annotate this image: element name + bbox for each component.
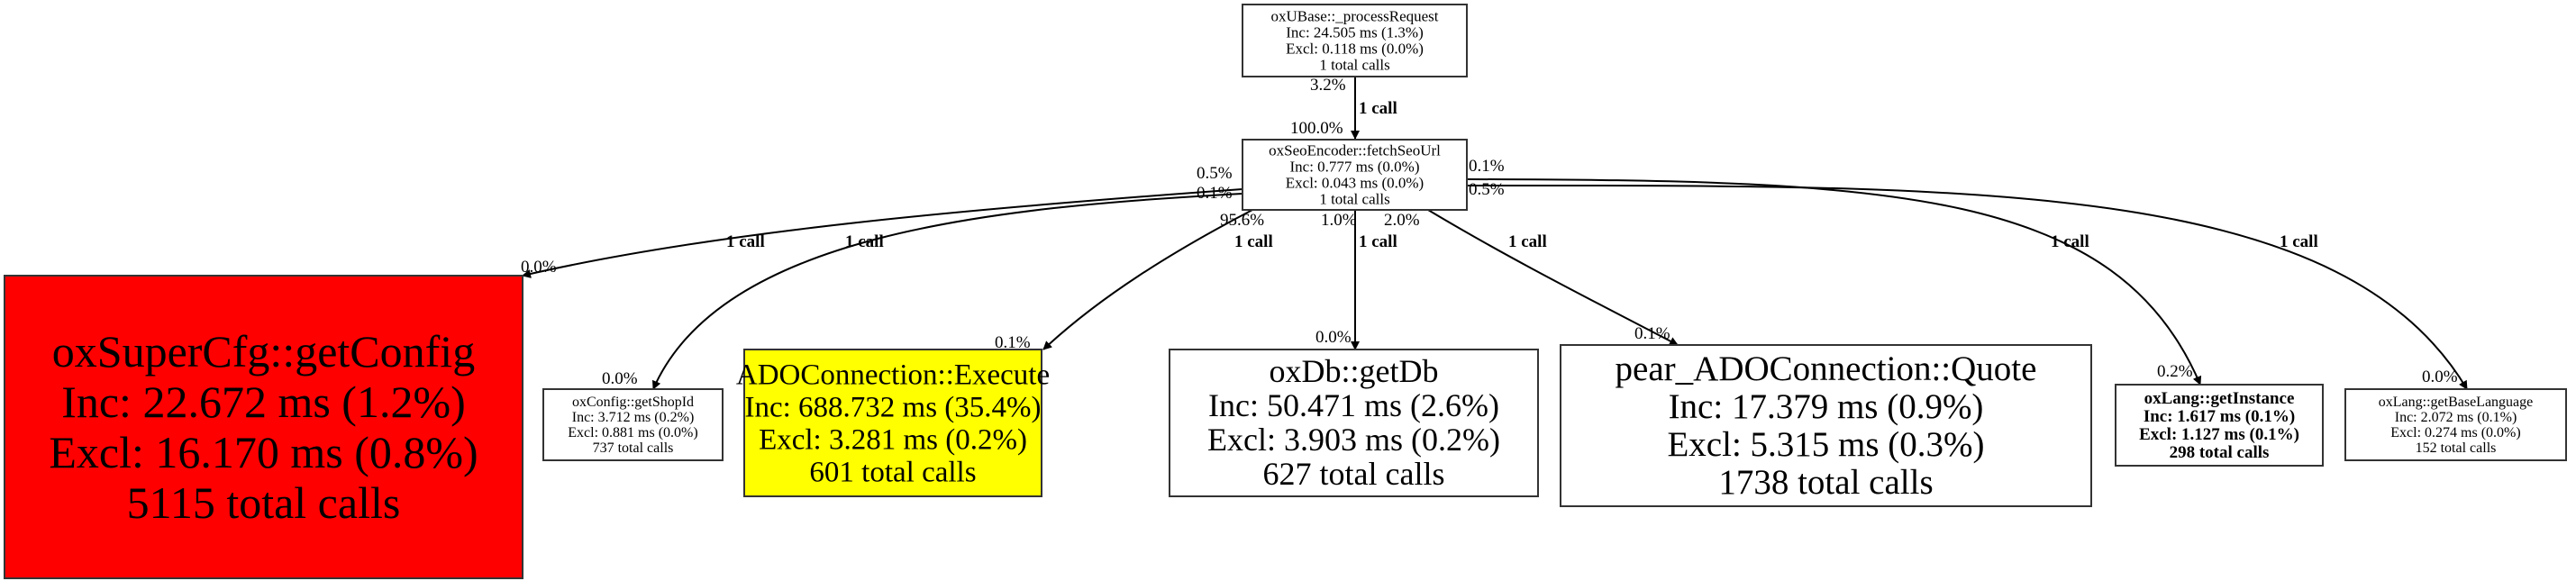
- node-stat-line: 1 total calls: [1319, 56, 1389, 73]
- node-stat-line: 5115 total calls: [127, 477, 401, 528]
- edge-line: [1466, 178, 2202, 386]
- node-stat-line: Excl: 0.881 ms (0.0%): [568, 425, 697, 440]
- node-stat-line: Excl: 0.274 ms (0.0%): [2390, 425, 2520, 440]
- node-box: [1560, 344, 2092, 507]
- node-box: [4, 275, 523, 579]
- edge-call-label: 1 call: [1508, 232, 1547, 251]
- edge-call-label: 1 call: [2051, 232, 2089, 251]
- edge-tail-percent: 1.0%: [1321, 211, 1357, 230]
- node-stat-line: Inc: 50.471 ms (2.6%): [1208, 387, 1499, 423]
- node-box: [1242, 139, 1468, 211]
- edge-processRequest-fetchSeoUrl: 3.2% 1 call 100.0%: [1290, 76, 1397, 140]
- edge-fetchSeoUrl-getConfig: 0.5% 1 call 0.0%: [521, 164, 1243, 278]
- node-stat-line: 1738 total calls: [1718, 463, 1933, 502]
- node-function-name: oxLang::getBaseLanguage: [2379, 395, 2534, 410]
- edge-tail-percent: 2.0%: [1384, 211, 1420, 230]
- edge-call-label: 1 call: [2280, 232, 2318, 251]
- node-function-name: oxDb::getDb: [1270, 353, 1439, 389]
- node-function-name: oxSuperCfg::getConfig: [52, 326, 475, 377]
- edge-head-percent: 0.1%: [995, 333, 1031, 352]
- node-stat-line: 601 total calls: [809, 456, 976, 488]
- node-stat-line: 152 total calls: [2416, 440, 2497, 456]
- node-stat-line: 627 total calls: [1263, 456, 1445, 492]
- node-stat-line: Inc: 1.617 ms (0.1%): [2144, 407, 2295, 426]
- edge-line: [522, 188, 1243, 278]
- edge-tail-percent: 3.2%: [1310, 76, 1346, 95]
- edge-tail-percent: 0.1%: [1469, 157, 1505, 176]
- node-function-name: ADOConnection::Execute: [736, 359, 1050, 391]
- edge-fetchSeoUrl-execute: 95.6% 1 call 0.1%: [995, 209, 1273, 352]
- edge-line: [652, 193, 1243, 390]
- edge-call-label: 1 call: [1359, 232, 1397, 251]
- node-stat-line: Excl: 0.118 ms (0.0%): [1286, 40, 1424, 57]
- edge-head-percent: 0.2%: [2157, 362, 2193, 381]
- edge-head-percent: 0.0%: [1315, 328, 1352, 347]
- edge-fetchSeoUrl-getInstance: 0.1% 1 call 0.2%: [1466, 157, 2202, 386]
- node-function-name: oxConfig::getShopId: [572, 395, 694, 410]
- node-stat-line: Inc: 688.732 ms (35.4%): [744, 391, 1041, 423]
- edge-call-label: 1 call: [845, 232, 884, 251]
- node-stat-line: Excl: 1.127 ms (0.1%): [2139, 425, 2299, 444]
- edge-head-percent: 0.0%: [521, 258, 557, 277]
- edge-fetchSeoUrl-getShopId: 0.1% 1 call 0.0%: [602, 184, 1243, 390]
- node-stat-line: Inc: 24.505 ms (1.3%): [1286, 23, 1424, 41]
- node-stat-line: 298 total calls: [2170, 443, 2270, 462]
- node-box: [2115, 384, 2324, 467]
- node-stat-line: Inc: 0.777 ms (0.0%): [1289, 158, 1419, 175]
- edge-line: [1042, 209, 1253, 350]
- edge-call-label: 1 call: [726, 232, 765, 251]
- node-function-name: oxLang::getInstance: [2144, 389, 2295, 408]
- node-stat-line: 737 total calls: [593, 440, 674, 456]
- node-box: [1169, 349, 1539, 497]
- edge-tail-percent: 95.6%: [1220, 211, 1264, 230]
- edge-tail-percent: 0.5%: [1469, 180, 1505, 199]
- node-stat-line: Inc: 3.712 ms (0.2%): [572, 410, 695, 425]
- edge-fetchSeoUrl-getBaseLanguage: 0.5% 1 call 0.0%: [1466, 180, 2468, 390]
- edge-line: [1466, 184, 2468, 390]
- node-stat-line: Excl: 0.043 ms (0.0%): [1286, 174, 1424, 191]
- edge-line: [1427, 209, 1679, 346]
- node-box: [2344, 388, 2567, 461]
- node-stat-line: Inc: 22.672 ms (1.2%): [61, 377, 466, 427]
- edge-call-label: 1 call: [1234, 232, 1273, 251]
- node-box: [542, 388, 724, 461]
- node-function-name: pear_ADOConnection::Quote: [1616, 350, 2037, 388]
- node-stat-line: Excl: 16.170 ms (0.8%): [49, 427, 478, 477]
- node-stat-line: Excl: 3.281 ms (0.2%): [759, 423, 1027, 456]
- edge-head-percent: 0.0%: [2422, 368, 2458, 386]
- node-box: [743, 349, 1042, 497]
- node-function-name: oxUBase::_processRequest: [1270, 7, 1438, 24]
- node-stat-line: Excl: 3.903 ms (0.2%): [1207, 422, 1500, 458]
- node-box: [1242, 4, 1468, 77]
- edge-fetchSeoUrl-quote: 2.0% 1 call 0.1%: [1384, 209, 1679, 346]
- node-stat-line: 1 total calls: [1319, 190, 1389, 207]
- edge-fetchSeoUrl-getDb: 1.0%1 call 0.0%: [1315, 210, 1397, 350]
- edge-head-percent: 100.0%: [1290, 119, 1343, 138]
- node-stat-line: Excl: 5.315 ms (0.3%): [1667, 425, 1984, 464]
- node-stat-line: Inc: 17.379 ms (0.9%): [1669, 387, 1984, 426]
- node-stat-line: Inc: 2.072 ms (0.1%): [2395, 410, 2517, 425]
- edge-head-percent: 0.0%: [602, 369, 638, 388]
- edge-tail-percent: 0.5%: [1197, 164, 1233, 183]
- edge-call-label: 1 call: [1359, 99, 1397, 118]
- edge-head-percent: 0.1%: [1634, 324, 1670, 343]
- node-function-name: oxSeoEncoder::fetchSeoUrl: [1269, 141, 1441, 159]
- edge-tail-percent: 0.1%: [1197, 184, 1233, 203]
